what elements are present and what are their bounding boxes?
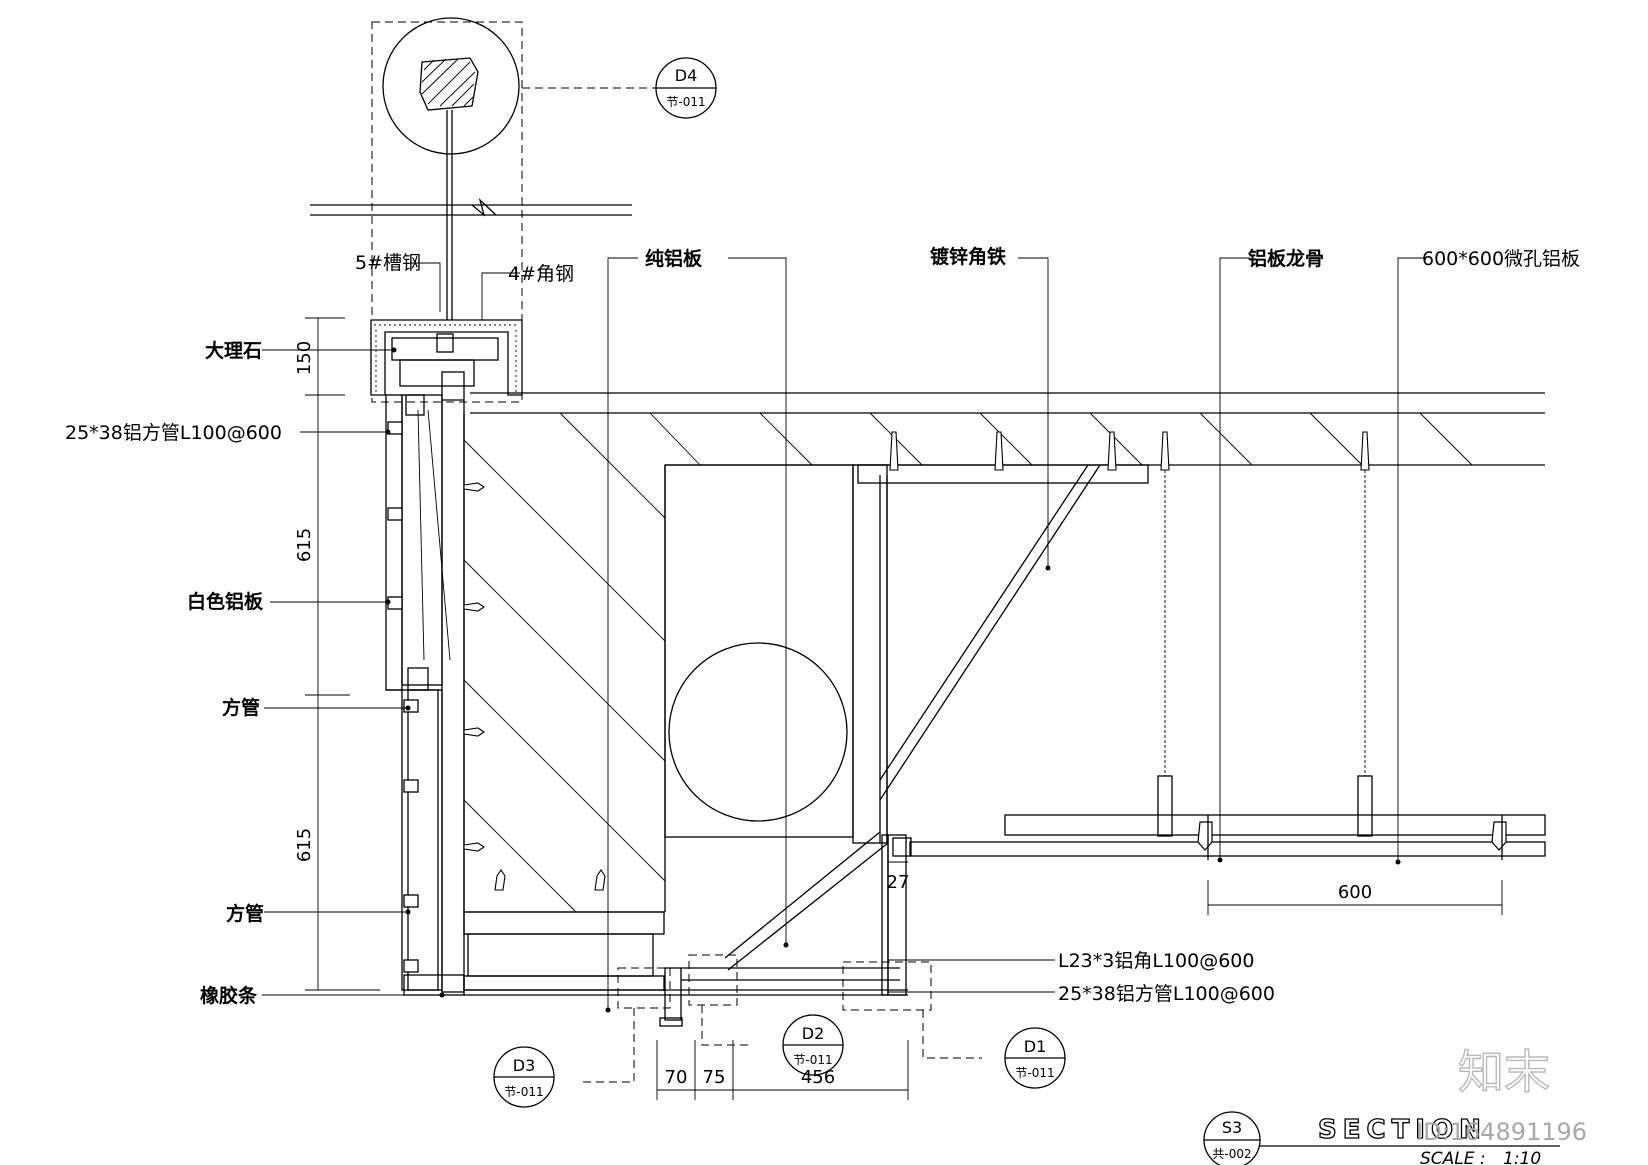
label-channel-steel: 5#槽钢 [355, 252, 421, 274]
label-perforated-panel: 600*600微孔铝板 [1422, 248, 1580, 270]
bubble-d3[interactable]: D3 节-011 [493, 1046, 555, 1108]
galv-angle-frame [681, 431, 1370, 996]
dim-150: 150 [294, 341, 315, 375]
scale-label: SCALE : [1420, 1149, 1486, 1165]
label-al-keel: 铝板龙骨 [1248, 247, 1324, 270]
label-white-al-panel: 白色铝板 [187, 590, 264, 613]
bubble-d1-id: D1 [1024, 1037, 1047, 1056]
bubble-d4-id: D4 [675, 66, 698, 85]
watermark: 知末 ID:164891196 [1416, 1044, 1587, 1146]
marble-cladding [370, 319, 523, 396]
bubble-d2[interactable]: D2 节-011 [782, 1014, 844, 1076]
ceiling-hangers [892, 470, 1546, 860]
pipe-circle [668, 642, 848, 822]
hanger-bracket [436, 333, 454, 353]
break-lines [310, 197, 632, 217]
dim-600: 600 [1338, 882, 1372, 903]
label-galv-angle: 镀锌角铁 [930, 245, 1006, 268]
dim-615-lower: 615 [294, 828, 315, 862]
bubble-d2-ref: 节-011 [793, 1053, 832, 1067]
bubble-d1-ref: 节-011 [1015, 1066, 1054, 1080]
watermark-brand: 知末 [1458, 1045, 1550, 1099]
left-wall-cladding [385, 371, 465, 996]
label-square-tube-1: 方管 [222, 696, 260, 719]
bubble-s3-id: S3 [1222, 1118, 1242, 1137]
leader-lines [262, 257, 1425, 1010]
detail-boxes [580, 954, 982, 1083]
title-block: S3 共-002 SECTION SCALE : 1:10 [1203, 1111, 1560, 1165]
square-tubes-left [387, 421, 419, 973]
bubble-d2-id: D2 [802, 1024, 825, 1043]
label-al-tube-top: 25*38铝方管L100@600 [65, 422, 282, 444]
dim-27: 27 [887, 872, 910, 893]
dim-75: 75 [703, 1067, 726, 1088]
dimensions-bottom: 70 75 456 600 27 [656, 861, 1503, 1100]
label-al-tube-bottom: 25*38铝方管L100@600 [1058, 983, 1275, 1005]
section-title: SECTION [1318, 1115, 1487, 1145]
channel-steel-section [391, 337, 499, 361]
duct-box [664, 464, 888, 844]
watermark-id: ID:164891196 [1416, 1118, 1587, 1146]
timber-hatch [421, 58, 476, 107]
label-angle-steel: 4#角钢 [508, 263, 574, 285]
label-plain-al-panel: 纯铝板 [645, 247, 703, 270]
bubble-d4[interactable]: D4 节-011 [655, 57, 717, 119]
label-square-tube-2: 方管 [226, 902, 264, 925]
d4-detail-circle [382, 17, 520, 155]
soffit-frame [463, 911, 908, 1027]
dimensions-left: 150 615 615 [294, 317, 380, 991]
labels: 5#槽钢 4#角钢 纯铝板 镀锌角铁 铝板龙骨 600*600微孔铝板 大理石 … [65, 245, 1580, 1007]
dim-615-upper: 615 [294, 528, 315, 562]
label-marble: 大理石 [205, 339, 262, 362]
bubble-d1[interactable]: D1 节-011 [1004, 1027, 1066, 1089]
slab [470, 392, 1545, 466]
label-rubber-strip: 橡胶条 [200, 984, 258, 1007]
bubble-d3-id: D3 [513, 1056, 536, 1075]
bubble-s3-ref: 共-002 [1212, 1147, 1251, 1161]
plain-al-box [463, 412, 666, 913]
label-al-angle: L23*3铝角L100@600 [1058, 950, 1254, 972]
scale-value: 1:10 [1503, 1149, 1541, 1165]
d4-dashed-frame [371, 21, 523, 403]
bubble-d3-ref: 节-011 [504, 1085, 543, 1099]
d4-detail-group [371, 17, 656, 403]
leader-dots [385, 347, 1401, 1013]
dim-70: 70 [665, 1067, 688, 1088]
angle-steel-section [399, 359, 475, 387]
bubble-d4-ref: 节-011 [666, 95, 705, 109]
